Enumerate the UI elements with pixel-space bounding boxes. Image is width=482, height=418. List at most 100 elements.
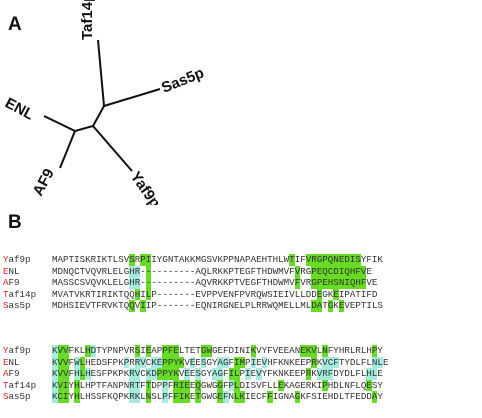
residue: E [333, 288, 339, 300]
residue: V [316, 368, 323, 380]
residue: - [156, 288, 163, 300]
residue: V [256, 345, 262, 356]
residue: S [311, 391, 317, 402]
residue: R [101, 300, 108, 311]
residue: I [228, 368, 235, 380]
residue: G [311, 277, 317, 289]
residue: E [278, 288, 284, 300]
branch-enl [43, 115, 76, 132]
residue: F [272, 356, 279, 368]
residue: V [57, 345, 64, 357]
residue: C [327, 265, 334, 277]
residue: V [57, 368, 64, 380]
residue: V [360, 265, 367, 277]
residue: D [333, 265, 339, 277]
residue: - [151, 265, 157, 277]
residue: H [129, 277, 135, 289]
residue: I [283, 288, 290, 300]
residue: Q [256, 288, 262, 300]
residue: M [195, 254, 201, 265]
residue: L [360, 345, 367, 356]
residue: N [167, 254, 174, 265]
residue: P [123, 356, 130, 368]
residue: L [300, 288, 306, 300]
residue: F [228, 356, 235, 368]
residue: H [85, 391, 91, 402]
residue: - [178, 265, 185, 277]
residue: K [217, 277, 223, 288]
residue: L [239, 300, 246, 311]
residue: - [173, 288, 179, 300]
residue: Q [90, 265, 97, 277]
residue: L [206, 265, 212, 277]
residue: T [90, 300, 97, 311]
sequence-name-rest: NL [8, 265, 20, 277]
residue: N [322, 345, 328, 357]
residue: A [217, 356, 223, 368]
residue: - [173, 265, 179, 277]
sequence-name-initial: Y [3, 345, 9, 356]
residue: L [79, 379, 86, 391]
sequence-residues: MAPTISKRIKTLSVSRPIIYGNTAKKMGSVKPPNAPAEHT… [52, 254, 383, 266]
sequence-name: Yaf9p [3, 254, 52, 266]
residue: F [222, 379, 229, 391]
residue: T [234, 265, 240, 277]
residue: K [289, 356, 295, 368]
residue: D [360, 391, 367, 402]
residue: G [245, 265, 251, 277]
residue: E [256, 356, 262, 368]
residue: E [189, 345, 196, 356]
sequence-residues: KVVFHLHESFPKPKRVCKDPPYKVEESGYAGFILPIEVYF… [52, 368, 383, 380]
residue: L [349, 368, 356, 379]
residue: S [195, 368, 201, 380]
branch-taf14p [97, 39, 105, 107]
residue: D [57, 265, 64, 277]
residue: V [322, 356, 328, 368]
residue: - [184, 277, 190, 288]
residue: D [151, 368, 157, 380]
residue: R [211, 277, 218, 288]
residue: N [145, 391, 152, 403]
residue: E [184, 368, 190, 380]
residue: F [349, 391, 356, 402]
residue: - [145, 277, 152, 289]
residue: Q [200, 300, 207, 311]
residue: N [228, 288, 235, 300]
residue: - [156, 265, 163, 277]
residue: T [360, 300, 367, 311]
residue: P [245, 356, 251, 368]
residue: L [294, 300, 301, 311]
residue: V [344, 300, 350, 311]
residue: R [134, 277, 141, 289]
residue: I [178, 391, 185, 403]
residue: H [85, 356, 91, 368]
sequence-name-rest: af14p [8, 288, 37, 300]
residue: W [261, 288, 268, 300]
residue: D [305, 288, 312, 300]
residue: N [123, 379, 130, 391]
sequence-name-rest: F9 [8, 368, 20, 379]
residue: P [245, 254, 251, 265]
branch-sas5p [103, 88, 161, 107]
residue: G [217, 368, 223, 380]
residue: I [338, 265, 345, 277]
residue: G [162, 254, 168, 265]
residue: T [355, 288, 361, 300]
residue: L [371, 300, 378, 311]
residue: V [85, 300, 91, 311]
residue: A [250, 254, 257, 265]
residue: T [195, 345, 201, 356]
residue: I [140, 345, 146, 356]
residue: F [222, 345, 229, 356]
residue: E [338, 254, 345, 266]
residue: I [338, 288, 345, 300]
residue: W [206, 345, 212, 357]
residue: R [129, 345, 135, 356]
residue: D [272, 277, 279, 288]
residue: P [239, 368, 246, 379]
residue: V [57, 288, 64, 300]
residue: E [300, 356, 306, 368]
residue: V [200, 288, 207, 300]
